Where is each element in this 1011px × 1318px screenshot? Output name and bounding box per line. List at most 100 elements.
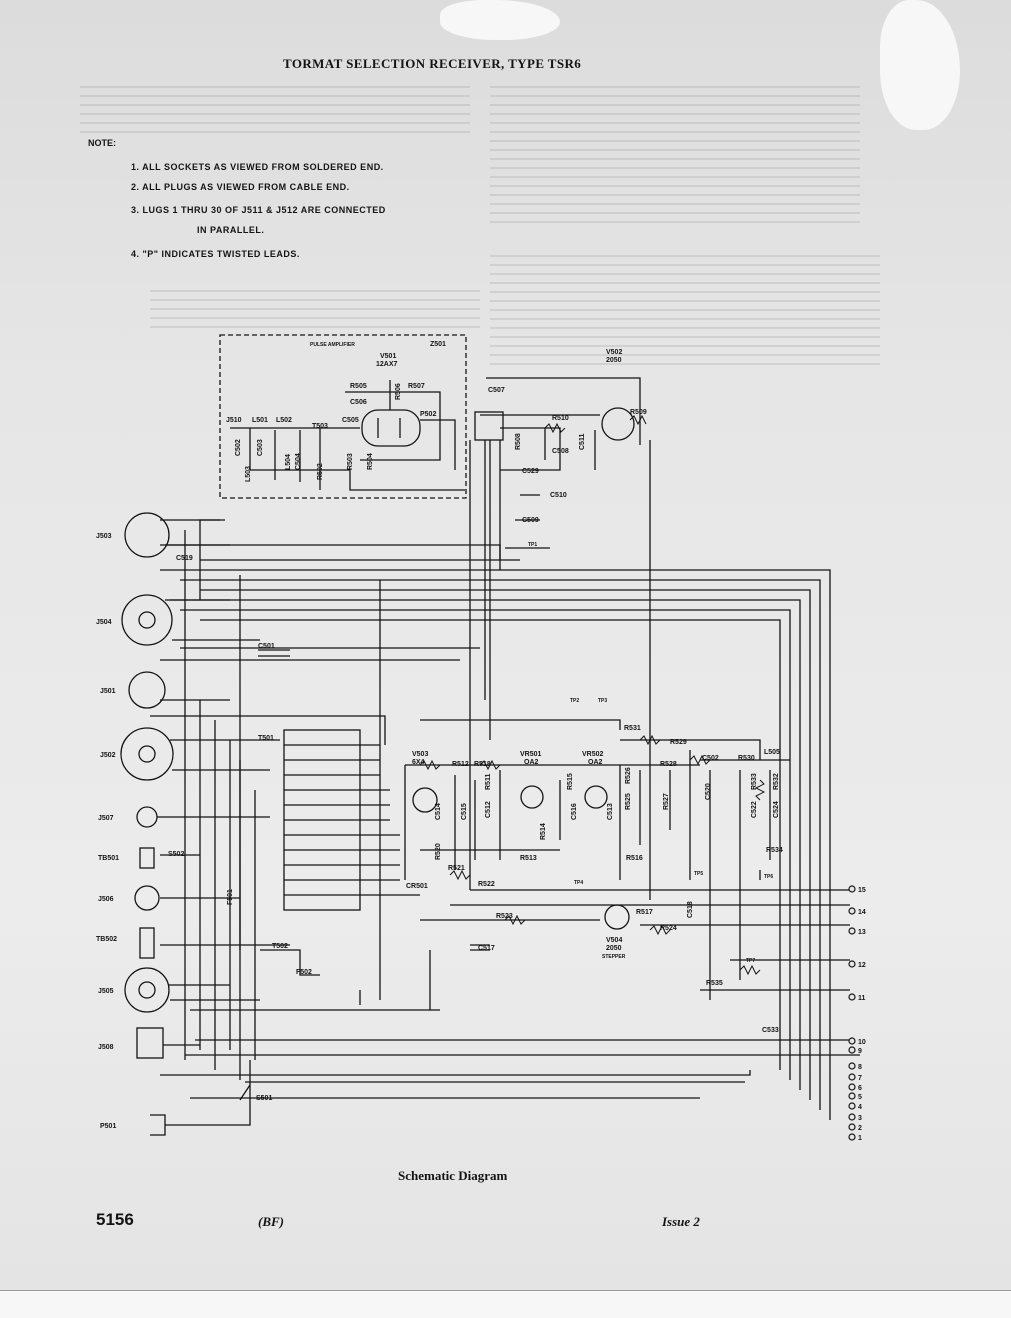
v501-envelope [361,409,421,447]
label-r514: R514 [540,823,547,840]
label-s501: S501 [256,1095,272,1102]
terminal-13: 13 [858,929,866,936]
label-r507: R507 [408,383,425,390]
j506-symbol [134,885,160,911]
label-j502: J502 [100,752,116,759]
bleed-through-left [80,86,470,136]
v502-envelope [601,407,635,441]
bleed-through-right [490,86,860,226]
vr502-type: OA2 [588,759,603,766]
note-3: 3. LUGS 1 THRU 30 OF J511 & J512 ARE CON… [131,205,386,215]
label-p502: P502 [420,411,436,418]
v504-note: STEPPER [602,954,626,960]
label-r512: R512 [452,761,469,768]
terminal-4: 4 [858,1104,862,1111]
terminal-6: 6 [858,1085,862,1092]
label-tp4: TP4 [574,880,583,886]
label-c518: C518 [687,901,694,918]
label-tp6: TP6 [764,874,773,880]
label-l504: L504 [285,454,292,470]
vr501-type: OA2 [524,759,539,766]
v504-envelope [604,904,630,930]
terminal-2: 2 [858,1125,862,1132]
bleed-through-mid [150,290,480,330]
label-c515: C515 [461,803,468,820]
terminal-5: 5 [858,1094,862,1101]
label-r526: R526 [625,767,632,784]
label-c510: C510 [550,492,567,499]
label-r506: R506 [395,383,402,400]
label-tp5: TP5 [694,871,703,877]
paper-damage-right [880,0,960,130]
schematic-page: TORMAT SELECTION RECEIVER, TYPE TSR6 NOT… [0,0,1011,1290]
scanner-margin [0,1290,1011,1318]
j504-symbol [121,594,173,646]
label-f502: F502 [296,969,312,976]
label-c516: C516 [571,803,578,820]
pulse-amplifier-box [219,334,467,499]
label-r517: R517 [636,909,653,916]
label-t501: T501 [258,735,274,742]
label-j507: J507 [98,815,114,822]
label-c503: C503 [257,439,264,456]
label-r527: R527 [663,793,670,810]
label-r532: R532 [773,773,780,790]
label-r520: R520 [435,843,442,860]
vr502-ref: VR502 [582,751,604,758]
j502-symbol [120,727,174,781]
page-number: 5156 [96,1210,134,1229]
label-tp7: TP7 [746,958,755,964]
label-j503: J503 [96,533,112,540]
label-f501: F501 [227,889,234,905]
j501-symbol [128,671,166,709]
label-r531: R531 [624,725,641,732]
label-j504: J504 [96,619,112,626]
terminal-3: 3 [858,1115,862,1122]
issue-label: Issue 2 [662,1214,700,1229]
v503-ref: V503 [412,751,428,758]
terminal-15: 15 [858,887,866,894]
label-c502: C502 [235,439,242,456]
label-r522: R522 [478,881,495,888]
v501-type: 12AX7 [376,361,398,368]
label-c520: C520 [705,783,712,800]
paper-damage-top [440,0,560,40]
label-c504: C504 [295,453,302,470]
j507-symbol [136,806,158,828]
terminal-8: 8 [858,1064,862,1071]
v501-ref: V501 [380,353,396,360]
terminal-1: 1 [858,1135,862,1142]
note-2: 2. ALL PLUGS AS VIEWED FROM CABLE END. [131,182,350,192]
v504-ref: V504 [606,937,622,944]
note-heading: NOTE: [88,138,116,148]
label-c517: C517 [478,945,495,952]
label-l502: L502 [276,417,292,424]
terminal-11: 11 [858,995,866,1002]
tb501-symbol [139,847,155,869]
terminal-12: 12 [858,962,866,969]
label-r502: R502 [317,463,324,480]
diagram-caption: Schematic Diagram [398,1168,508,1183]
label-c509: C509 [522,517,539,524]
v502-ref: V502 [606,349,622,356]
label-r525: R525 [625,793,632,810]
v502-type: 2050 [606,357,622,364]
label-r511: R511 [485,774,492,790]
label-c508: C508 [552,448,569,455]
terminal-7: 7 [858,1075,862,1082]
note-1: 1. ALL SOCKETS AS VIEWED FROM SOLDERED E… [131,162,384,172]
t501-terminals [284,744,420,896]
label-r529: R529 [670,739,687,746]
label-c505: C505 [342,417,359,424]
label-p501: P501 [100,1123,116,1130]
j503-symbol [124,512,170,558]
label-j508: J508 [98,1044,114,1051]
label-r510: R510 [552,415,569,422]
j505-symbol [124,967,170,1013]
label-c502b: C502 [702,755,719,762]
z501-label: Z501 [430,341,446,348]
label-c512: C512 [485,801,492,818]
schematic-diagram: PULSE AMPLIFIER Z501 V501 12AX7 J510 L50… [96,334,866,1142]
label-j505: J505 [98,988,114,995]
label-tp1: TP1 [528,542,537,548]
